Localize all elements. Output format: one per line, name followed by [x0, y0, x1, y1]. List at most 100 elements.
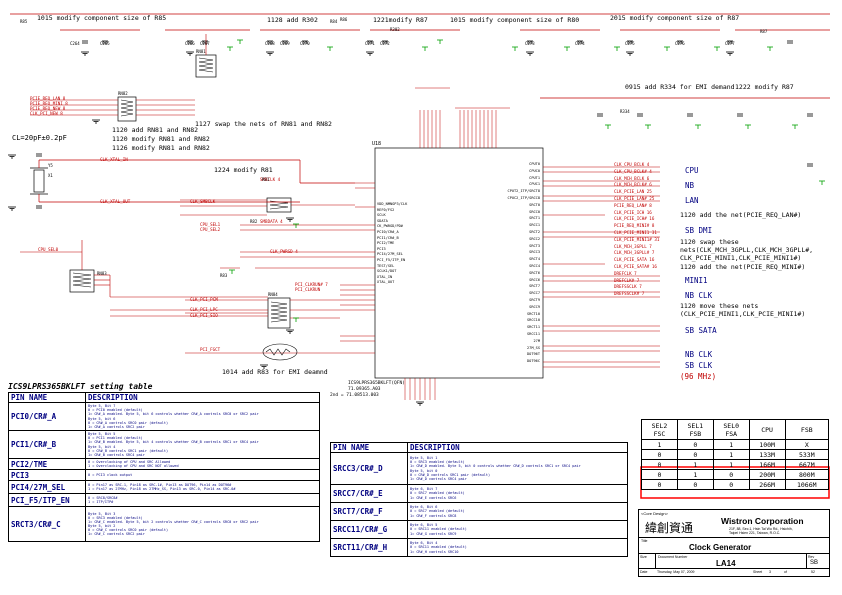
freq-cell: 200M	[748, 469, 786, 480]
chip-left-pin: PCI4/27M_SEL	[377, 252, 403, 257]
right-signal: CLK_CPU_BCLK 4	[614, 162, 650, 167]
freq-cell: 266M	[748, 479, 786, 490]
freq-cell: 0	[641, 459, 678, 470]
chip-right-pin: CPUC0	[529, 168, 540, 173]
setting-pin: PCI2/TME	[8, 458, 86, 470]
chip-left-pin: TEST/SEL	[377, 263, 395, 268]
right-signal: CLK_PCIE_SATA# 16	[614, 263, 657, 269]
chip-left-pin: PCI3	[377, 246, 386, 251]
chip-left-pin: CK_PWRGD/PD#	[377, 224, 403, 229]
chip-left-pin: SDATA	[377, 218, 388, 223]
note-1120-swap-nets: 1120 swap these nets(CLK_MCH_3GPLL,CLK_M…	[680, 238, 814, 263]
left-signal: SMBDATA 4	[260, 219, 283, 224]
chip-right-pin: CPUT1	[529, 175, 540, 180]
chip-left-pin: XTAL_OUT	[377, 280, 395, 285]
setting-header: DESCRIPTION	[407, 442, 628, 453]
cap-row-right	[596, 113, 814, 167]
part-ref: X1	[48, 173, 53, 178]
freq-cell: 133M	[748, 449, 786, 460]
chip-right-pin: SRCT0	[529, 202, 540, 207]
part-ref: C276	[675, 41, 685, 46]
freq-header: CPU	[748, 419, 786, 440]
note-1120-move-nets: 1120 move these nets (CLK_PCIE_MINI1,CLK…	[680, 302, 806, 319]
left-signal: PCIE_REQ_MINI 8	[30, 101, 68, 106]
part-ref: C270	[300, 41, 310, 46]
left-side-wires	[20, 34, 355, 354]
note-1120-req-lan: 1120 add the net(PCIE_REQ_LAN#)	[680, 211, 802, 219]
chip-right-pin: SRCC3	[529, 250, 540, 255]
part-ref: R302	[390, 27, 400, 32]
label-mini1: MINI1	[685, 276, 708, 285]
label-sb-clk: SB CLK	[685, 361, 713, 370]
setting-header: DESCRIPTION	[85, 392, 320, 403]
chip-top-pins	[404, 87, 510, 400]
left-signal: PCIE_REQ_LAN 8	[30, 96, 66, 101]
part-ref: C273	[525, 41, 535, 46]
left-signal: PCIE_REQ_NEW 8	[30, 106, 66, 111]
setting-desc: 0 = PCI3 clock output	[85, 469, 320, 481]
setting-pin: SRCT11/CR#_H	[330, 538, 408, 557]
part-ref: C277	[725, 41, 735, 46]
right-signal: CLK_CPU_BCLK# 4	[614, 168, 652, 174]
left-signal: CLK_XTAL_IN	[100, 157, 128, 162]
part-ref: R82	[250, 219, 258, 224]
left-signal: CLK_PCI_NEW 8	[30, 111, 63, 116]
part-ref: C264	[70, 41, 80, 46]
right-signal: CLK_PCIE_ICH# 16	[614, 216, 655, 222]
title-block: <Core Design> 緯創資通 Wistron Corporation 2…	[638, 509, 830, 577]
setting-desc: 0 = Pin17 as SRC-1, Pin18 as SRC-1#, Pin…	[85, 480, 320, 494]
right-signal: PCIE_REQ_LAN# 8	[614, 202, 652, 208]
freq-cell: X	[784, 439, 830, 450]
doc-number-label: Document Number	[658, 555, 688, 559]
label-nb-clk: NB CLK	[685, 291, 713, 300]
label-sb-dmi: SB DMI	[685, 226, 713, 235]
chip-pin-stubs	[340, 166, 660, 368]
note-0915-r334: 0915 add R334 for EMI demand	[625, 83, 735, 91]
note-1221-r87: 1221modify R87	[373, 16, 428, 24]
of-value: 52	[811, 570, 815, 574]
right-signal: DREFSSCLK 7	[614, 284, 642, 290]
freq-cell: 1066M	[784, 479, 830, 490]
chip-right-pin: SRCC2	[529, 236, 540, 241]
note-2015-r87: 2015 modify component size of R87	[610, 14, 740, 22]
chip-right-pin: SRCT3	[529, 243, 540, 248]
label-sb-sata: SB SATA	[685, 326, 717, 335]
left-signal: CPU_SEL0	[38, 247, 59, 252]
freq-cell: 0	[676, 449, 714, 460]
setting-pin: SRCT3/CR#_C	[8, 506, 86, 542]
setting-header: PIN NAME	[330, 442, 408, 453]
right-signal: CLK_PCIE_ICH 16	[614, 209, 652, 215]
note-1120-modify-rn: 1120 modify RN81 and RN82	[112, 135, 210, 143]
freq-cell: 166M	[748, 459, 786, 470]
setting-pin: SRCC3/CR#_D	[330, 452, 408, 485]
chip-right-pin: CPUT2_ITP/SRCT8	[507, 189, 540, 194]
right-signal: DREFCLK# 7	[614, 277, 640, 283]
part-ref: C265	[100, 41, 110, 46]
date-label: Date	[640, 570, 648, 574]
chip-right-pin: SRCT2	[529, 229, 540, 234]
chip-right-pin: SRCC0	[529, 209, 540, 214]
resistor-networks	[69, 54, 544, 379]
chip-right-pin: DOT96C	[527, 359, 540, 364]
left-signal: PCI_CLKRUN	[295, 287, 321, 292]
part-ref: R85	[20, 19, 28, 24]
right-signal: CLK_MCH_3GPLL 7	[614, 243, 652, 249]
right-signal: CLK_PCIE_MINI1 31	[614, 229, 657, 235]
rev-value: SB	[810, 560, 819, 566]
part-ref: R84	[330, 19, 338, 24]
